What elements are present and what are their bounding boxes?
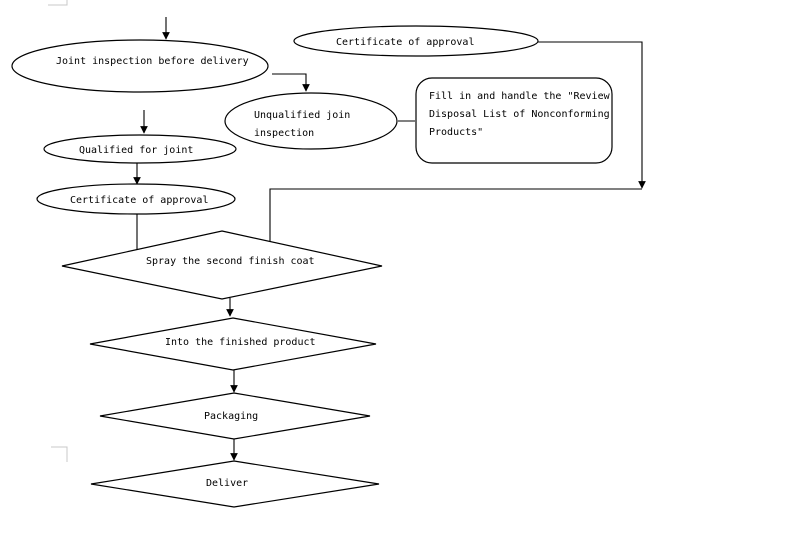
node-deliver: Deliver xyxy=(90,460,380,508)
node-finished-product-label: Into the finished product xyxy=(165,337,316,348)
arrow-certificate-top-down xyxy=(538,41,646,189)
page-corner-mark-bottom xyxy=(51,446,68,462)
node-certificate-top-label: Certificate of approval xyxy=(336,37,474,48)
node-deliver-shape xyxy=(90,460,380,508)
node-certificate-left-label: Certificate of approval xyxy=(70,195,208,206)
node-spray-shape xyxy=(61,230,383,300)
node-packaging: Packaging xyxy=(99,392,371,440)
node-joint-inspection-shape xyxy=(11,39,269,93)
page-corner-mark-top xyxy=(48,0,68,6)
node-unqualified-label-line2: inspection xyxy=(254,128,314,139)
node-unqualified-shape xyxy=(224,92,398,150)
node-spray-label: Spray the second finish coat xyxy=(146,256,315,267)
node-joint-inspection: Joint inspection before delivery xyxy=(11,39,269,93)
node-packaging-shape xyxy=(99,392,371,440)
node-certificate-top: Certificate of approval xyxy=(293,25,539,57)
node-review-disposal-line3: Products" xyxy=(429,127,483,138)
node-review-disposal: Fill in and handle the "Review and Dispo… xyxy=(415,77,634,164)
arrow-joint-to-unqualified xyxy=(272,73,310,92)
arrow-certificate-to-spray xyxy=(266,188,642,252)
node-review-disposal-line1: Fill in and handle the "Review and xyxy=(429,91,634,102)
node-review-disposal-line2: Disposal List of Nonconforming xyxy=(429,109,610,120)
node-joint-inspection-label: Joint inspection before delivery xyxy=(56,56,249,67)
node-deliver-label: Deliver xyxy=(206,478,248,489)
node-unqualified-label-line1: Unqualified join xyxy=(254,110,350,121)
node-finished-product-shape xyxy=(89,317,377,371)
node-review-disposal-shape xyxy=(415,77,613,164)
node-certificate-left: Certificate of approval xyxy=(36,183,236,215)
node-spray: Spray the second finish coat xyxy=(61,230,383,300)
node-qualified: Qualified for joint xyxy=(43,134,237,164)
node-certificate-left-shape xyxy=(36,183,236,215)
node-qualified-label: Qualified for joint xyxy=(79,145,193,156)
node-certificate-top-shape xyxy=(293,25,539,57)
node-qualified-shape xyxy=(43,134,237,164)
node-finished-product: Into the finished product xyxy=(89,317,377,371)
node-unqualified: Unqualified join inspection xyxy=(224,92,398,150)
node-packaging-label: Packaging xyxy=(204,411,258,422)
